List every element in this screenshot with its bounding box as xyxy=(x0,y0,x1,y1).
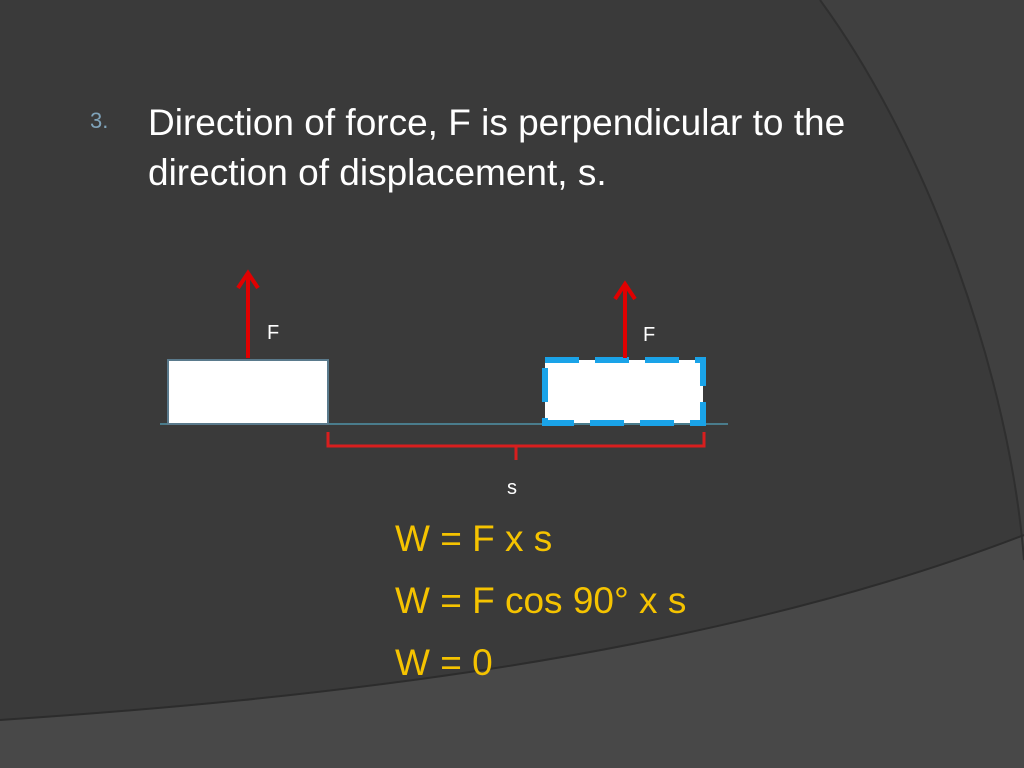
block-final xyxy=(545,360,703,423)
bullet-number: 3. xyxy=(90,108,109,133)
force-arrow-right xyxy=(613,280,637,358)
background-arc-right xyxy=(820,0,1024,560)
background-arc-bottom xyxy=(0,535,1024,768)
equation-work-definition: W = F x s xyxy=(395,518,553,559)
displacement-label: s xyxy=(507,477,517,499)
block-final-dashed-outline xyxy=(542,357,706,426)
force-label-right: F xyxy=(643,324,655,346)
force-arrow-left xyxy=(236,269,260,358)
force-label-left: F xyxy=(267,322,279,344)
bullet-text: Direction of force, F is perpendicular t… xyxy=(148,102,846,193)
equation-work-cosine: W = F cos 90° x s xyxy=(395,580,687,621)
equation-work-result: W = 0 xyxy=(395,642,493,683)
displacement-brace xyxy=(326,432,706,460)
block-initial xyxy=(167,359,329,425)
